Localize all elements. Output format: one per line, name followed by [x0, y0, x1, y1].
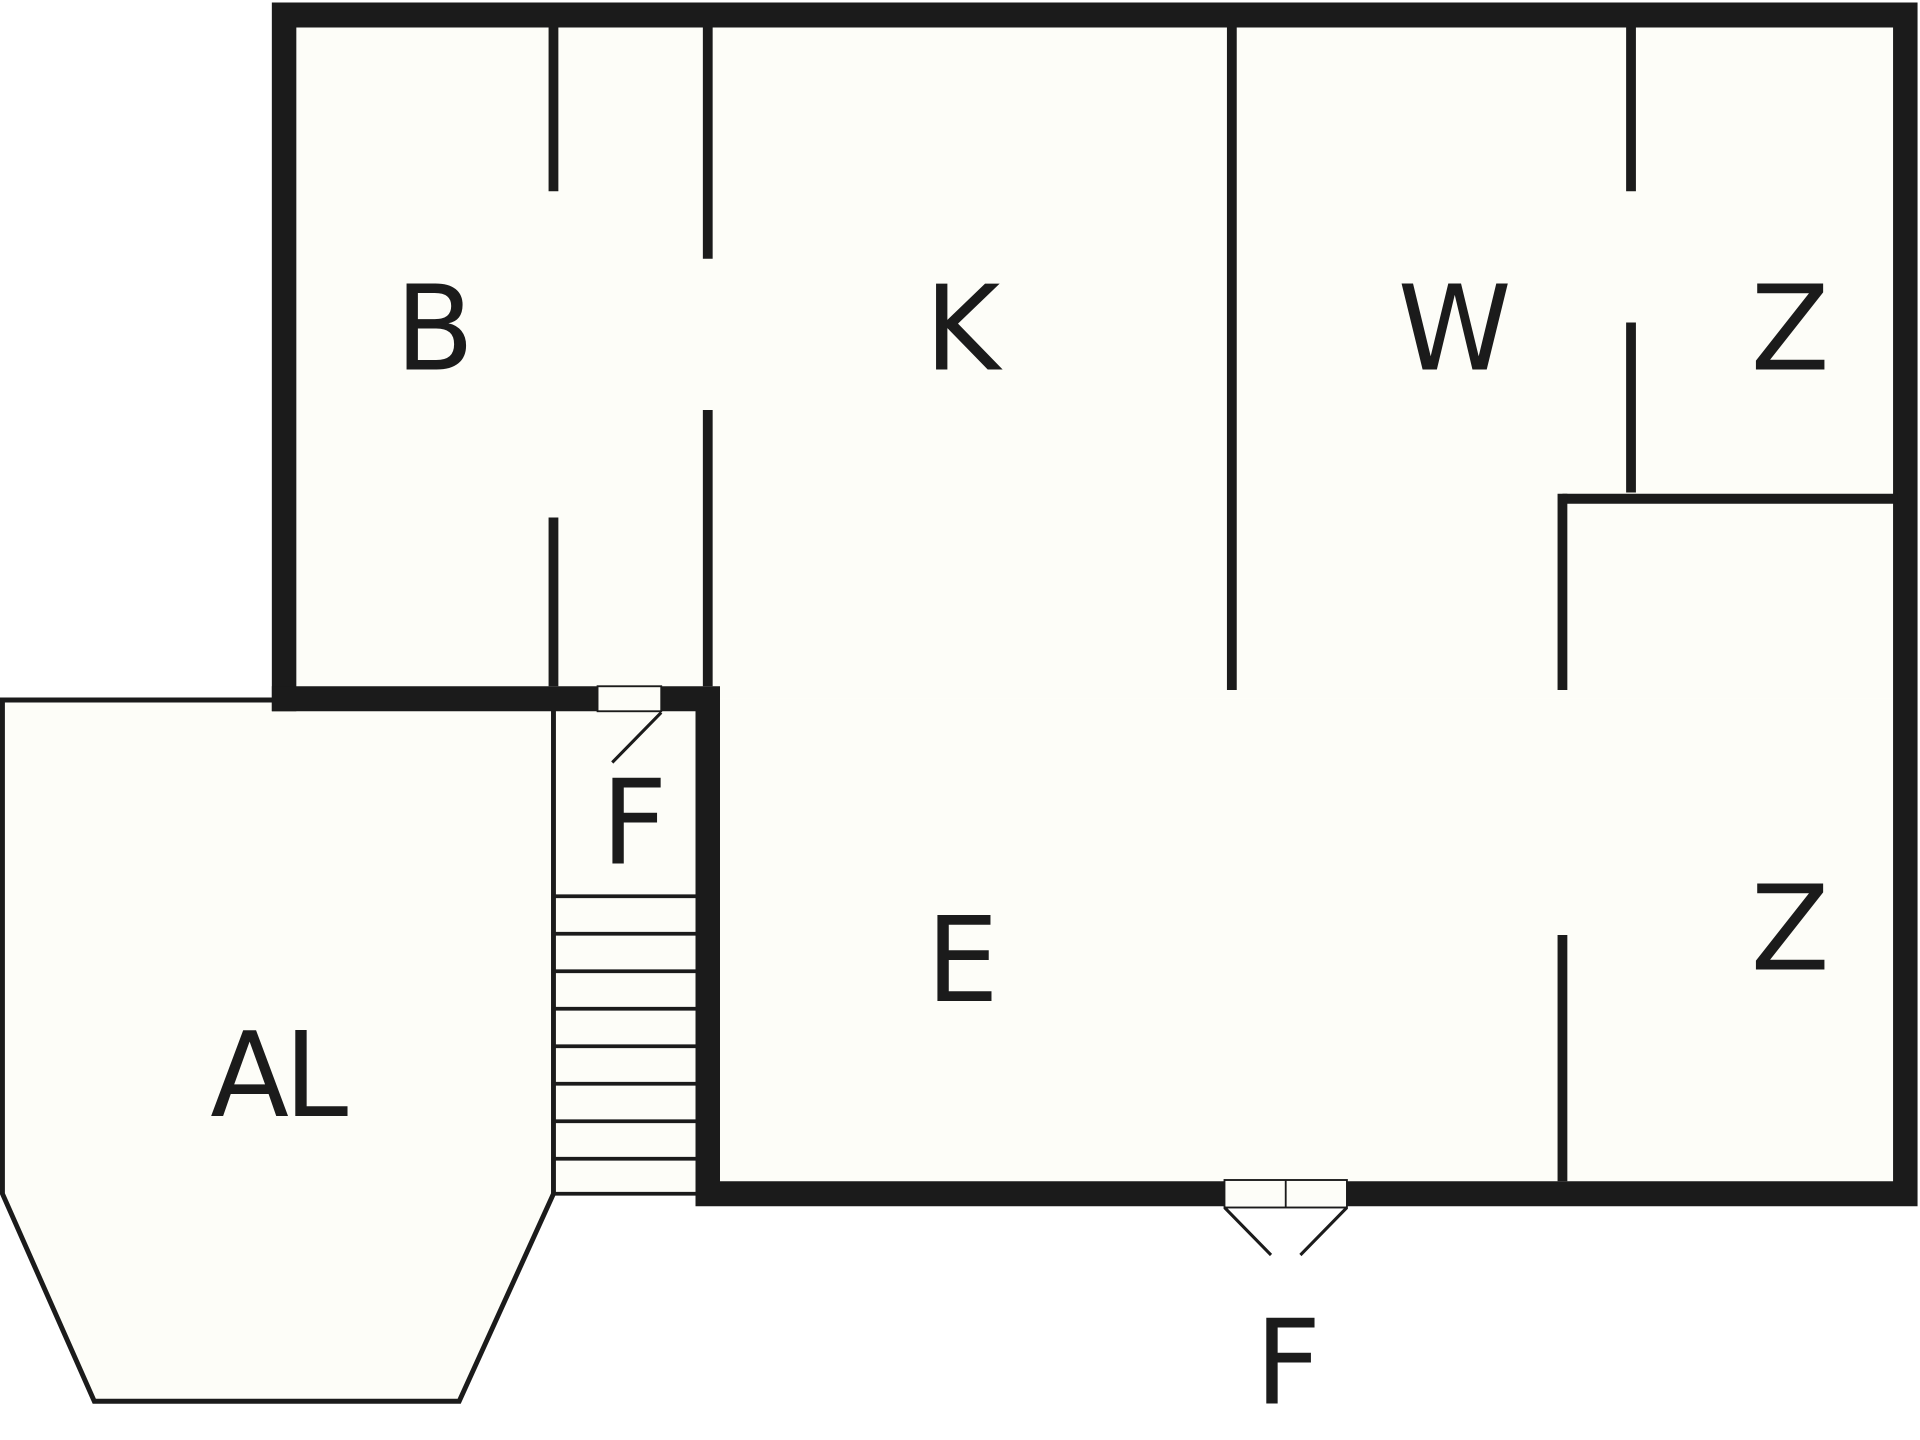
room-label-w: W — [1398, 261, 1509, 397]
room-label-f-outside: F — [1255, 1295, 1316, 1431]
room-label-al: AL — [210, 1008, 348, 1144]
lower-floor — [707, 698, 1911, 1195]
room-label-z-lower: Z — [1751, 861, 1825, 997]
stair-door-swing — [611, 711, 663, 764]
room-label-e: E — [926, 893, 994, 1029]
stair-door — [596, 685, 663, 764]
entrance-door-swing-right — [1299, 1206, 1349, 1257]
exterior-walls — [271, 2, 1918, 1207]
room-label-z-upper: Z — [1751, 261, 1825, 397]
stair-door-frame — [596, 685, 663, 713]
wall-main-outer — [271, 2, 1918, 1207]
entrance-door-swing-left — [1223, 1206, 1273, 1257]
staircase — [553, 894, 698, 1196]
room-label-b: B — [395, 261, 469, 397]
interior-walls — [548, 27, 1898, 1182]
room-label-k: K — [925, 261, 1003, 397]
main-floor — [284, 15, 1911, 699]
room-labels: B K W Z Z E F F AL — [210, 261, 1830, 1431]
wall-bottom-left — [648, 686, 1237, 1207]
room-label-f-stair: F — [601, 755, 662, 891]
stair-floor — [553, 707, 708, 1195]
entrance-door — [1223, 1179, 1349, 1257]
